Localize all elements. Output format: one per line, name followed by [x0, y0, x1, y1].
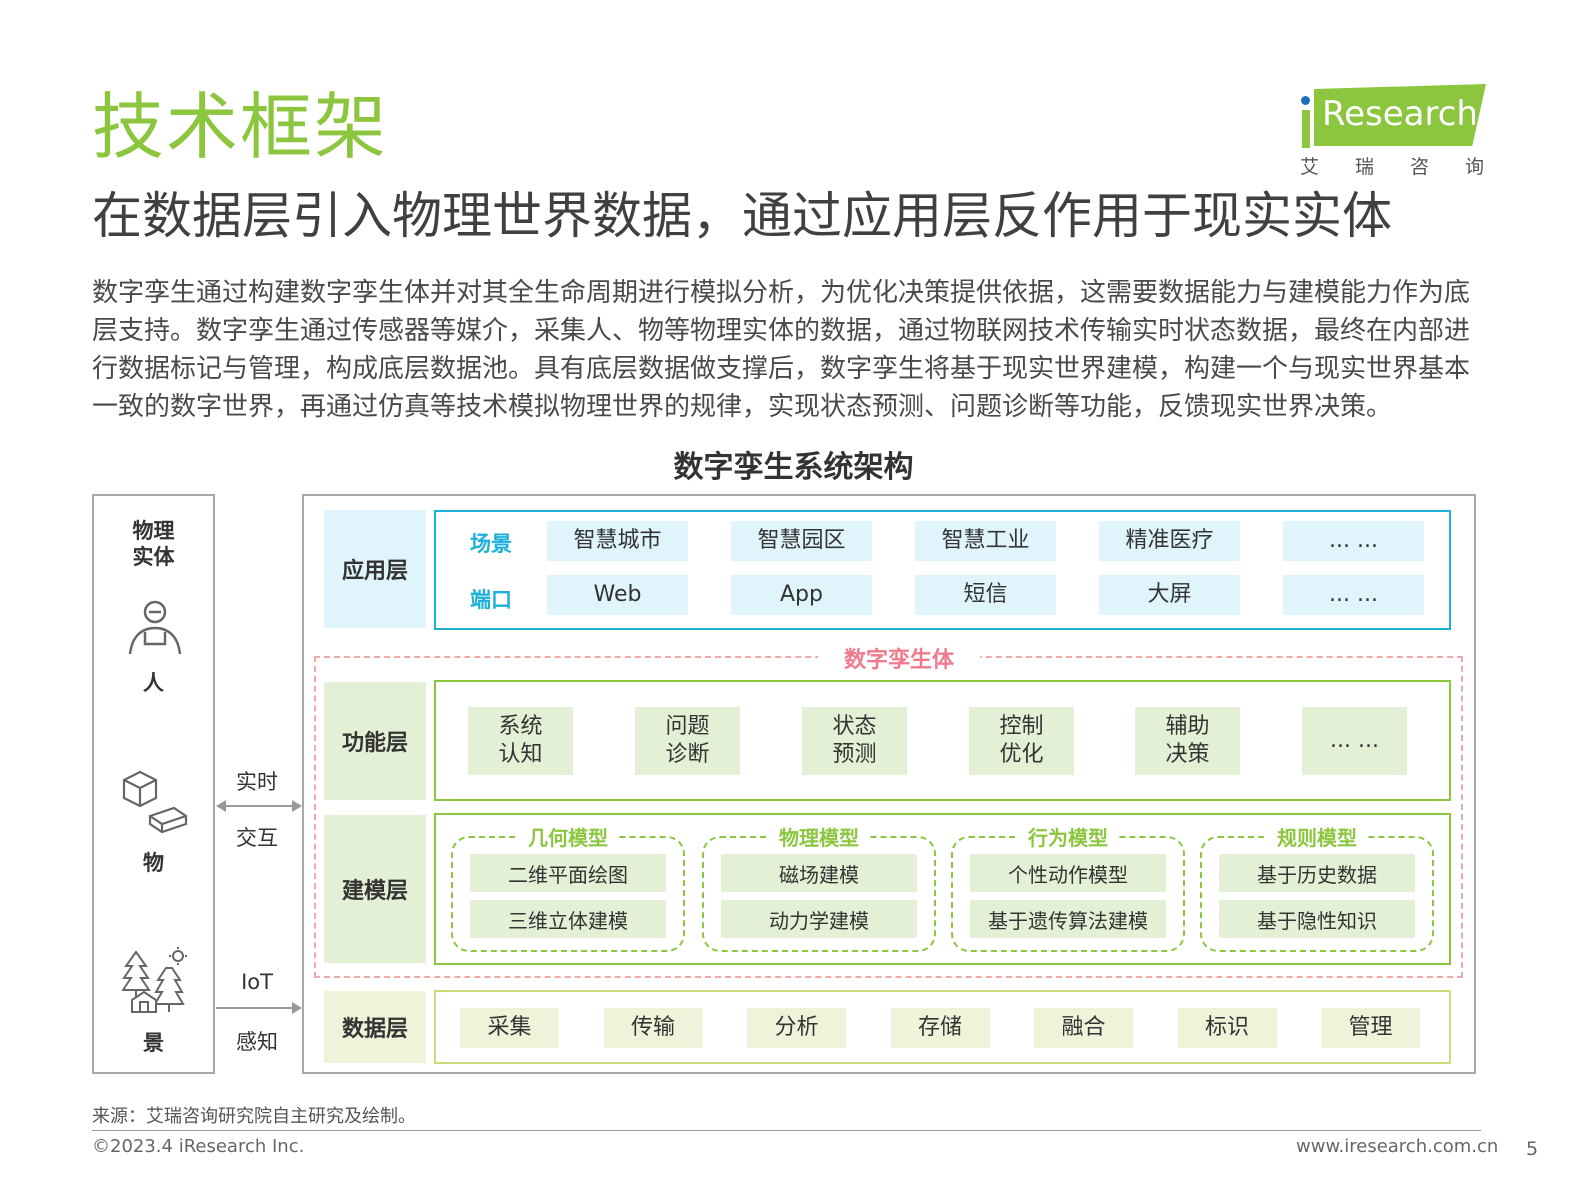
model-group: 物理模型磁场建模动力学建模 [702, 822, 936, 952]
port-cell: 大屏 [1099, 575, 1240, 615]
port-cell: ... ... [1283, 575, 1424, 615]
model-item: 二维平面绘图 [470, 854, 666, 892]
data-cell: 管理 [1321, 1008, 1420, 1048]
function-layer-box [434, 680, 1451, 801]
iresearch-logo: Research 艾瑞咨询 [1296, 84, 1491, 179]
scene-cell: 精准医疗 [1099, 521, 1240, 561]
model-item: 个性动作模型 [970, 854, 1166, 892]
model-group-title: 物理模型 [769, 822, 869, 851]
logo-banner [1314, 84, 1486, 146]
data-cell: 存储 [890, 1008, 990, 1048]
function-layer-label: 功能层 [324, 682, 426, 800]
page-subtitle: 在数据层引入物理世界数据，通过应用层反作用于现实实体 [92, 187, 1392, 245]
scene-cell: ... ... [1283, 521, 1424, 561]
model-item: 动力学建模 [721, 900, 917, 938]
function-cell-line1: 系统 [498, 714, 543, 739]
data-cell: 采集 [460, 1008, 559, 1048]
model-group: 规则模型基于历史数据基于隐性知识 [1200, 822, 1434, 952]
iot-arrow-icon [216, 1002, 302, 1014]
function-cell-line2: 决策 [1165, 742, 1210, 767]
data-cell: 传输 [603, 1008, 703, 1048]
person-icon [128, 600, 182, 655]
diagram-title: 数字孪生系统架构 [673, 450, 914, 485]
data-cell: 融合 [1034, 1008, 1133, 1048]
port-row-tag: 端口 [470, 588, 512, 612]
data-layer-label: 数据层 [324, 991, 426, 1063]
source-note: 来源：艾瑞咨询研究院自主研究及绘制。 [92, 1106, 416, 1127]
realtime-arrow-icon [216, 800, 302, 812]
port-cell: Web [547, 575, 688, 615]
model-group: 几何模型二维平面绘图三维立体建模 [451, 822, 685, 952]
scene-icon [122, 947, 187, 1013]
intro-paragraph: 数字孪生通过构建数字孪生体并对其全生命周期进行模拟分析，为优化决策提供依据，这需… [92, 278, 1471, 422]
scene-cell: 智慧工业 [915, 521, 1056, 561]
function-cell-line2: 预测 [832, 742, 877, 767]
function-cell-line1: ... ... [1330, 728, 1379, 753]
function-cell-line2: 诊断 [665, 742, 710, 767]
function-cell-line1: 状态 [832, 714, 877, 739]
application-layer-box [434, 510, 1451, 630]
page-number: 5 [1526, 1138, 1539, 1160]
entity-panel-title: 物理 实体 [94, 518, 213, 570]
model-item: 基于历史数据 [1219, 854, 1415, 892]
object-icon [122, 770, 188, 834]
iot-label: IoT [241, 970, 273, 994]
entity-title-line2: 实体 [132, 545, 175, 569]
application-layer-label: 应用层 [324, 510, 426, 628]
model-group: 行为模型个性动作模型基于遗传算法建模 [951, 822, 1185, 952]
page-title: 技术框架 [92, 85, 389, 169]
model-item: 基于隐性知识 [1219, 900, 1415, 938]
physical-entity-panel: 物理 实体 人 物 景 [92, 494, 215, 1074]
entity-title-line1: 物理 [132, 519, 175, 543]
website-link[interactable]: www.iresearch.com.cn [1296, 1136, 1499, 1157]
port-cell: App [731, 575, 872, 615]
data-cell: 分析 [747, 1008, 846, 1048]
data-cell: 标识 [1177, 1008, 1277, 1048]
model-group-title: 行为模型 [1018, 822, 1118, 851]
modeling-layer-label: 建模层 [324, 815, 426, 963]
function-cell: 控制优化 [969, 707, 1074, 775]
function-cell: 系统认知 [468, 707, 573, 775]
scene-row-tag: 场景 [470, 532, 512, 556]
function-cell-line1: 控制 [999, 714, 1044, 739]
function-cell-line2: 优化 [999, 742, 1044, 767]
model-item: 基于遗传算法建模 [970, 900, 1166, 938]
copyright: ©2023.4 iResearch Inc. [92, 1136, 305, 1157]
function-cell: 问题诊断 [635, 707, 740, 775]
function-cell: 状态预测 [802, 707, 907, 775]
person-label: 人 [143, 671, 164, 695]
logo-i-mark [1298, 90, 1314, 148]
function-cell-line1: 辅助 [1165, 714, 1210, 739]
model-item: 三维立体建模 [470, 900, 666, 938]
logo-cn: 艾瑞咨询 [1300, 156, 1521, 178]
digital-twin-label: 数字孪生体 [818, 640, 980, 676]
interaction-label: 交互 [236, 826, 278, 850]
architecture-panel [302, 494, 1476, 1074]
model-group-title: 规则模型 [1267, 822, 1367, 851]
data-layer-box [434, 990, 1451, 1064]
function-cell-line2: 认知 [498, 742, 543, 767]
scene-cell: 智慧园区 [731, 521, 872, 561]
object-label: 物 [143, 851, 164, 875]
function-cell-line1: 问题 [665, 714, 710, 739]
model-item: 磁场建模 [721, 854, 917, 892]
function-cell: 辅助决策 [1135, 707, 1240, 775]
model-group-title: 几何模型 [518, 822, 618, 851]
scene-label: 景 [143, 1031, 164, 1055]
modeling-layer-box [434, 813, 1451, 965]
sensing-label: 感知 [236, 1030, 278, 1054]
logo-text: Research [1322, 94, 1478, 134]
footer-divider [92, 1130, 1481, 1131]
port-cell: 短信 [915, 575, 1056, 615]
scene-cell: 智慧城市 [547, 521, 688, 561]
function-cell: ... ... [1302, 707, 1407, 775]
realtime-label: 实时 [236, 770, 278, 794]
